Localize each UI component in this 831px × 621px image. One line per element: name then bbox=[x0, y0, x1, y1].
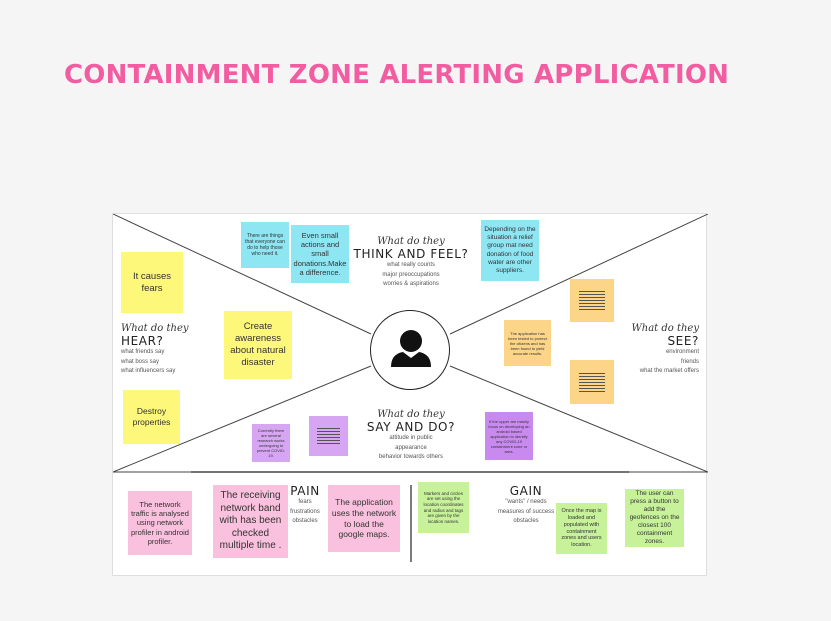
sticky-note: The application uses the network to load… bbox=[328, 485, 400, 552]
see-section: What do they SEE? environment friends wh… bbox=[619, 323, 699, 377]
empathy-map-board: What do they THINK AND FEEL? what really… bbox=[112, 213, 708, 576]
pain-line: fears bbox=[298, 499, 312, 505]
pain-section: PAIN fears frustrations obstacles bbox=[283, 484, 327, 527]
say-do-section: What do they SAY AND DO? attitude in pub… bbox=[339, 409, 483, 463]
sticky-note: The user can press a button to add the g… bbox=[625, 489, 684, 547]
think-feel-line: what really counts bbox=[386, 262, 436, 268]
sticky-note: If the upper are mainly focus on develop… bbox=[485, 412, 533, 460]
hear-section: What do they HEAR? what friends say what… bbox=[121, 323, 193, 377]
sticky-note: Destroy properties bbox=[123, 390, 180, 444]
board-lines bbox=[113, 214, 708, 562]
see-line: what the market offers bbox=[639, 368, 699, 375]
think-feel-line: worries & aspirations bbox=[383, 281, 439, 288]
hear-heading: HEAR? bbox=[121, 334, 164, 348]
gain-line: measures of success bbox=[497, 508, 555, 515]
hear-script: What do they bbox=[121, 323, 189, 334]
say-do-script: What do they bbox=[377, 409, 445, 420]
say-do-line: attitude in public bbox=[389, 435, 433, 441]
think-feel-line: major preoccupations bbox=[382, 271, 440, 278]
sticky-note: The network traffic is analysed using ne… bbox=[128, 491, 192, 555]
sticky-note: Even small actions and small donations.M… bbox=[291, 225, 349, 283]
gain-heading: GAIN bbox=[509, 484, 543, 498]
lined-sticky-note bbox=[570, 360, 614, 404]
hear-line: what friends say bbox=[121, 349, 165, 355]
sticky-note: The application has been tested to prote… bbox=[504, 320, 551, 366]
see-line: environment bbox=[665, 349, 699, 355]
sticky-note: Depending on the situation a relief grou… bbox=[481, 220, 539, 281]
sticky-note: The receiving network band with has been… bbox=[213, 485, 288, 558]
pain-line: frustrations bbox=[290, 508, 320, 515]
user-avatar-icon bbox=[370, 310, 450, 390]
sticky-note: Once the map is loaded and populated wit… bbox=[556, 503, 607, 554]
lined-sticky-note bbox=[309, 416, 348, 456]
gain-section: GAIN "wants" / needs measures of success… bbox=[496, 484, 556, 527]
say-do-heading: SAY AND DO? bbox=[366, 420, 456, 434]
sticky-note: Markers and circles are set using the lo… bbox=[418, 482, 469, 533]
see-script: What do they bbox=[631, 323, 699, 334]
sticky-note: Create awareness about natural disaster bbox=[224, 311, 292, 379]
sticky-note: It causes fears bbox=[121, 252, 183, 313]
lined-sticky-note bbox=[570, 279, 614, 322]
gain-line: obstacles bbox=[513, 518, 539, 525]
think-feel-heading: THINK AND FEEL? bbox=[353, 247, 469, 261]
think-feel-script: What do they bbox=[377, 236, 445, 247]
think-feel-section: What do they THINK AND FEEL? what really… bbox=[341, 236, 481, 290]
page-title: CONTAINMENT ZONE ALERTING APPLICATION bbox=[64, 60, 730, 90]
say-do-line: appearance bbox=[395, 444, 427, 451]
sticky-note: Currently there are several research wor… bbox=[252, 424, 290, 462]
see-line: friends bbox=[680, 358, 699, 365]
see-heading: SEE? bbox=[667, 334, 699, 348]
hear-line: what boss say bbox=[121, 358, 160, 365]
pain-heading: PAIN bbox=[290, 484, 320, 498]
say-do-line: behavior towards others bbox=[378, 454, 444, 461]
sticky-note: There are things that everyone can do to… bbox=[241, 222, 289, 268]
pain-line: obstacles bbox=[292, 518, 318, 525]
hear-line: what influencers say bbox=[121, 368, 176, 375]
gain-line: "wants" / needs bbox=[505, 499, 547, 505]
